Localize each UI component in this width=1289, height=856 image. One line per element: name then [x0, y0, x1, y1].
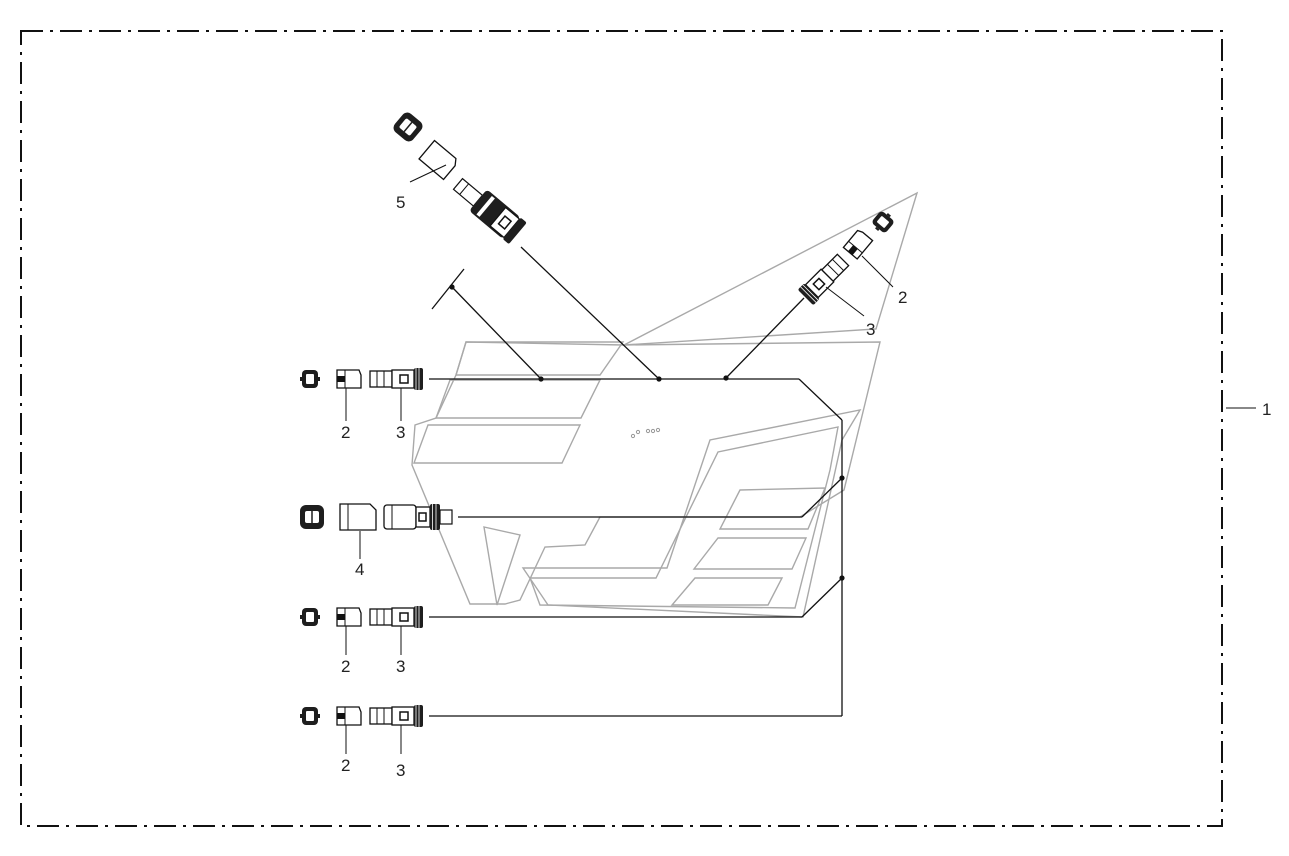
callout-top-right-3: 3 [866, 320, 875, 339]
callout-row1-3: 3 [396, 423, 405, 442]
callout-row3-2: 2 [341, 657, 350, 676]
kit-frame [20, 30, 1223, 827]
connector-row-2 [299, 503, 453, 531]
connector-row-1 [300, 367, 424, 391]
callout-1: 1 [1262, 400, 1271, 419]
callout-leaders [345, 164, 1256, 754]
callout-5: 5 [396, 193, 405, 212]
connector-top-right-assembly [796, 208, 897, 307]
callout-top-right-2: 2 [898, 288, 907, 307]
callout-row4-2: 2 [341, 756, 350, 775]
connector-row-4 [300, 704, 424, 728]
harness-wires [429, 246, 845, 717]
callout-row3-3: 3 [396, 657, 405, 676]
connector-row-3 [300, 605, 424, 629]
connector-5-assembly [390, 109, 527, 244]
panel-outline [411, 191, 919, 618]
callout-row1-2: 2 [341, 423, 350, 442]
callout-row2-4: 4 [355, 560, 364, 579]
callout-row4-3: 3 [396, 761, 405, 780]
